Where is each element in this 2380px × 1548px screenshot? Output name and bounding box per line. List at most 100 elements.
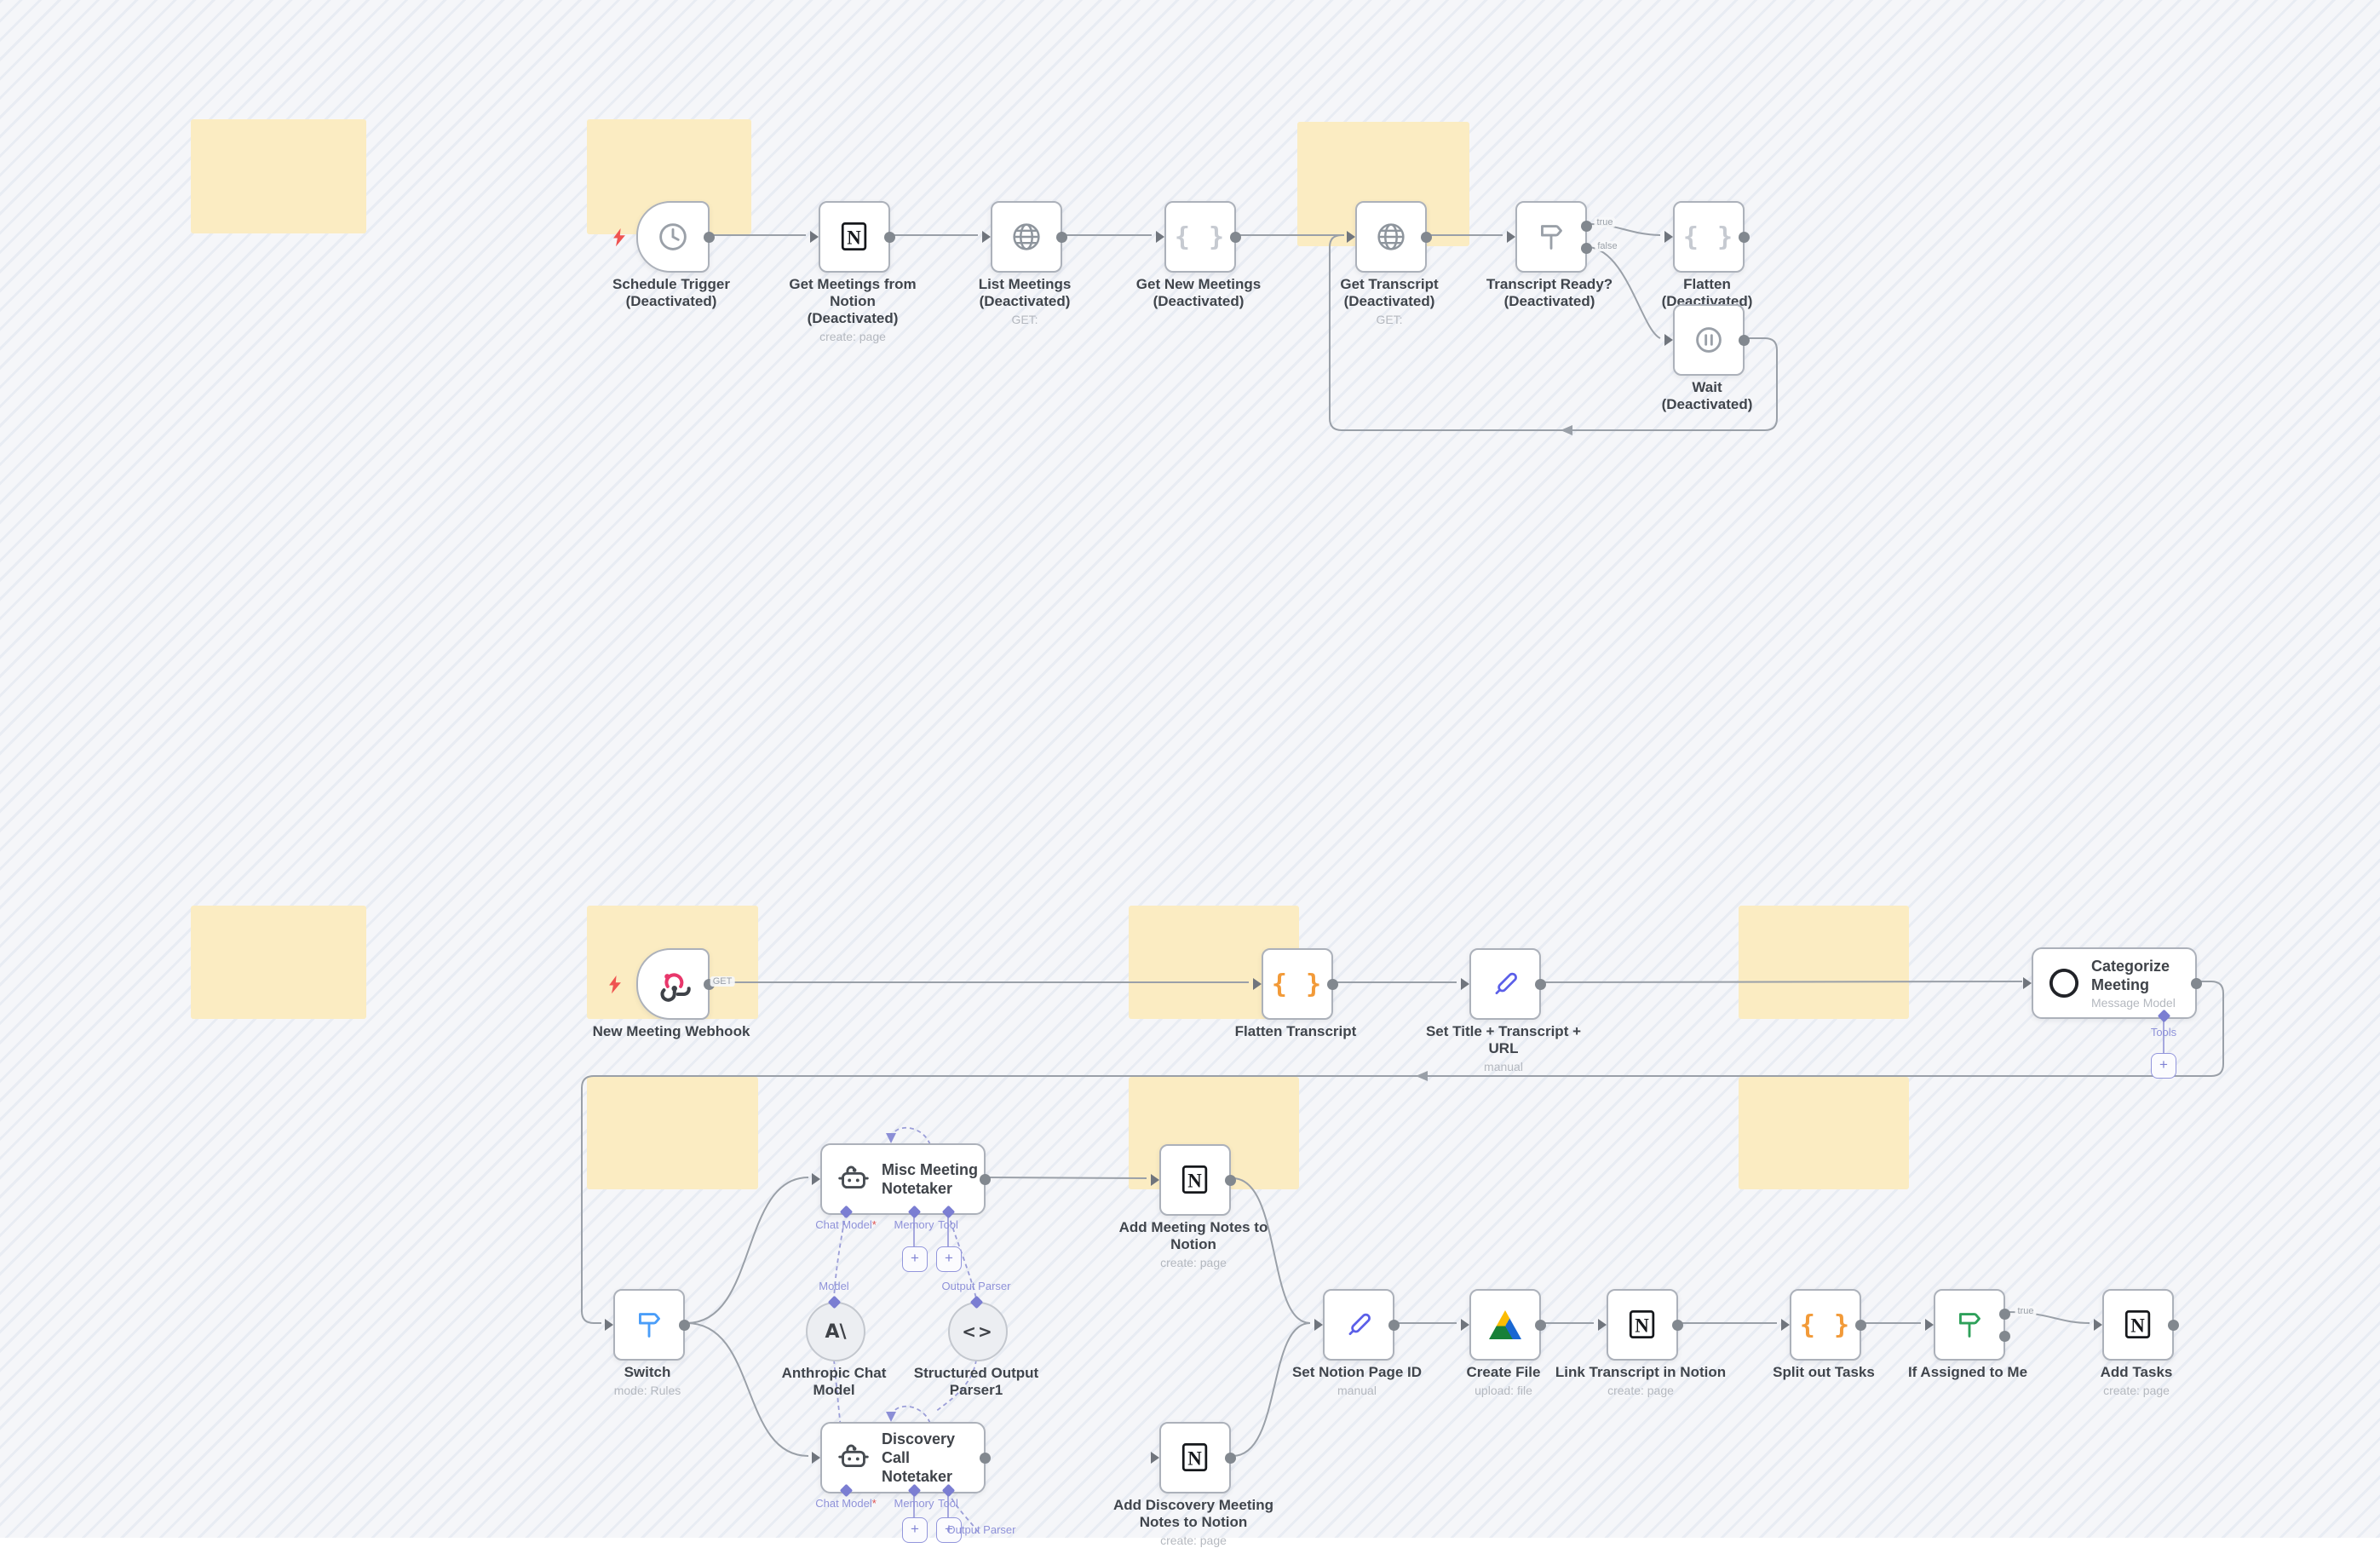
node-flatten-transcript[interactable]: { } — [1253, 948, 1338, 1020]
node-list-meetings[interactable] — [982, 201, 1067, 273]
node-if-assigned-to-me[interactable] — [1925, 1289, 2010, 1361]
input-port[interactable] — [1151, 1174, 1159, 1186]
ai-connector-diamond[interactable] — [839, 1205, 853, 1218]
input-port[interactable] — [1507, 231, 1515, 243]
conn-settitle-to-categorize — [1542, 981, 2023, 983]
input-port[interactable] — [1664, 231, 1673, 243]
output-port[interactable] — [1535, 978, 1546, 990]
node-set-notion-page-id[interactable] — [1314, 1289, 1400, 1361]
ai-connector-label: Model — [819, 1280, 849, 1292]
input-port[interactable] — [2094, 1319, 2102, 1331]
output-port[interactable] — [884, 231, 895, 243]
output-port[interactable] — [2191, 977, 2202, 989]
output-port[interactable] — [1388, 1319, 1400, 1331]
output-port[interactable] — [1999, 1330, 2010, 1342]
ai-connector-diamond[interactable] — [2157, 1009, 2170, 1022]
trigger-pin-icon — [612, 228, 626, 250]
output-port[interactable] — [980, 1452, 991, 1464]
dash-misctool-to-parser1 — [947, 1212, 977, 1299]
output-port[interactable] — [1056, 231, 1067, 243]
node-switch[interactable] — [605, 1289, 690, 1361]
connection-label: GET — [710, 976, 735, 987]
ai-connector-diamond[interactable] — [839, 1483, 853, 1497]
input-port[interactable] — [1151, 1452, 1159, 1464]
output-port[interactable] — [1581, 242, 1592, 254]
required-asterisk: * — [871, 1218, 877, 1231]
input-port[interactable] — [982, 231, 991, 243]
sticky-note[interactable] — [191, 119, 366, 233]
output-port[interactable] — [1535, 1319, 1546, 1331]
ai-connector-diamond[interactable] — [941, 1483, 955, 1497]
sticky-note[interactable] — [1739, 1077, 1909, 1189]
ai-connector-label: Tool — [938, 1497, 958, 1510]
ai-connector-diamond[interactable] — [827, 1295, 841, 1309]
ai-connector-diamond[interactable] — [969, 1295, 983, 1309]
input-port[interactable] — [1664, 334, 1673, 346]
ai-connector-label-wrap: Output Parser — [942, 1280, 1011, 1292]
conn-addnotes-to-setnotion — [1232, 1177, 1311, 1324]
ai-connector-diamond[interactable] — [907, 1205, 921, 1218]
input-port[interactable] — [1156, 231, 1164, 243]
ai-connector-label: Tool — [938, 1218, 958, 1231]
output-port[interactable] — [1421, 231, 1432, 243]
input-port[interactable] — [1781, 1319, 1790, 1331]
conn-wait-loop-to-gettranscript — [1329, 234, 1778, 431]
input-port[interactable] — [605, 1319, 613, 1331]
output-port[interactable] — [679, 1319, 690, 1331]
add-subnode-button[interactable]: + — [936, 1246, 962, 1272]
output-port[interactable] — [980, 1173, 991, 1185]
input-port[interactable] — [810, 231, 819, 243]
output-port[interactable] — [2168, 1319, 2179, 1331]
sticky-note[interactable] — [191, 906, 366, 1019]
ai-connector-diamond[interactable] — [907, 1483, 921, 1497]
input-port[interactable] — [2023, 977, 2032, 989]
ai-connector-label-wrap: Chat Model* — [815, 1218, 877, 1231]
ai-connector-label-wrap: Chat Model* — [815, 1497, 877, 1510]
input-port[interactable] — [1461, 978, 1469, 990]
discovery-arc-arrow — [886, 1412, 896, 1422]
wait-loop-arrow — [1561, 425, 1572, 435]
input-port[interactable] — [1314, 1319, 1323, 1331]
sticky-note[interactable] — [587, 1077, 758, 1189]
ai-connector-label: Memory — [894, 1497, 934, 1510]
output-port[interactable] — [1855, 1319, 1866, 1331]
input-port[interactable] — [1253, 978, 1262, 990]
input-port[interactable] — [1925, 1319, 1934, 1331]
misc-arc-arrow — [886, 1133, 896, 1143]
ai-connector-label: Chat Model — [815, 1218, 872, 1231]
ai-connector-label: Memory — [894, 1218, 934, 1231]
sticky-note[interactable] — [1739, 906, 1909, 1019]
output-port[interactable] — [1581, 220, 1592, 232]
required-asterisk: * — [871, 1497, 877, 1510]
input-port[interactable] — [812, 1452, 820, 1464]
output-port[interactable] — [1225, 1452, 1236, 1464]
add-subnode-button[interactable]: + — [902, 1246, 928, 1272]
input-port[interactable] — [812, 1173, 820, 1185]
ai-connector-diamond[interactable] — [941, 1205, 955, 1218]
output-port[interactable] — [1230, 231, 1241, 243]
input-port[interactable] — [1598, 1319, 1607, 1331]
node-set-title-transcript-url[interactable] — [1461, 948, 1546, 1020]
output-port[interactable] — [1999, 1308, 2010, 1320]
output-port[interactable] — [1327, 978, 1338, 990]
output-port[interactable] — [704, 231, 715, 243]
node-new-meeting-webhook[interactable] — [636, 948, 715, 1020]
output-port[interactable] — [1225, 1174, 1236, 1186]
ai-connector-label-wrap: Tool — [938, 1218, 958, 1231]
output-port[interactable] — [1672, 1319, 1683, 1331]
dash-discovery-tool-down — [947, 1491, 979, 1533]
output-port[interactable] — [1739, 334, 1750, 346]
categorize-loop-arrow — [1416, 1071, 1428, 1081]
trigger-pin-icon — [608, 975, 622, 998]
add-subnode-button[interactable]: + — [2151, 1053, 2176, 1079]
node-transcript-ready[interactable] — [1507, 201, 1592, 273]
input-port[interactable] — [1347, 231, 1355, 243]
output-port[interactable] — [1739, 231, 1750, 243]
add-subnode-button[interactable]: + — [902, 1517, 928, 1543]
ai-connector-label-wrap: Output Parser — [947, 1523, 1016, 1536]
ai-connector-label: Output Parser — [941, 1280, 1011, 1292]
input-port[interactable] — [1461, 1319, 1469, 1331]
